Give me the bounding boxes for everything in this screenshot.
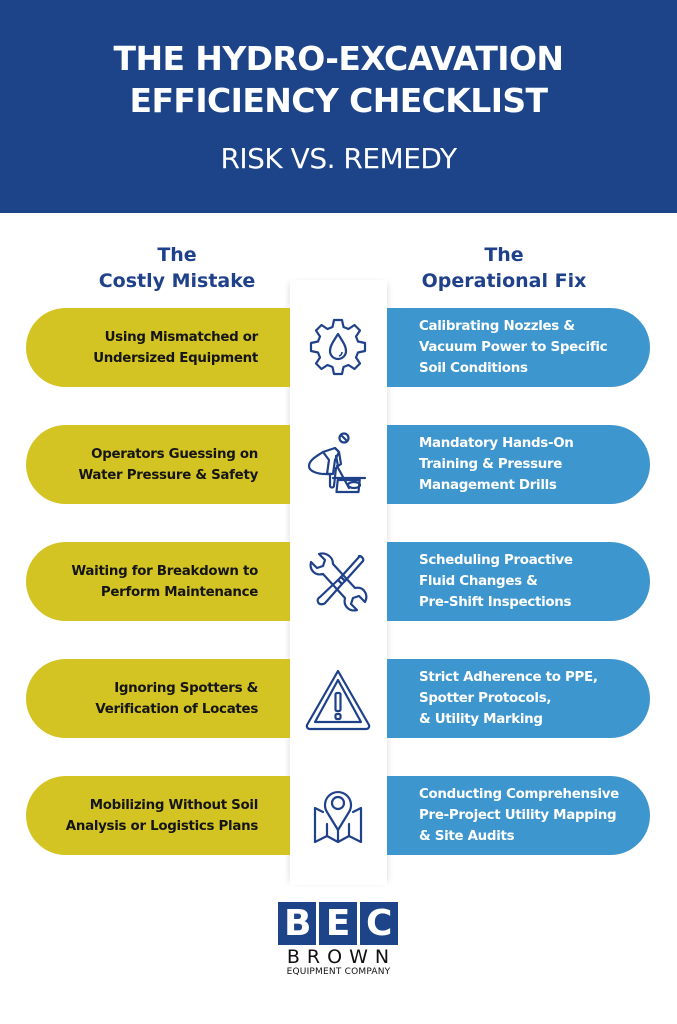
mistake-text: Ignoring Spotters & Verification of Loca…	[95, 680, 258, 717]
mistake-pill: Mobilizing Without Soil Analysis or Logi…	[26, 776, 290, 855]
bec-logo-boxes: B E C	[278, 902, 399, 945]
mistake-pill: Waiting for Breakdown to Perform Mainten…	[26, 542, 290, 621]
brown-equipment-company-logo: B E C BROWN EQUIPMENT COMPANY	[278, 902, 399, 978]
fix-text: Conducting Comprehensive Pre-Project Uti…	[419, 787, 619, 844]
header-banner: THE HYDRO-EXCAVATION EFFICIENCY CHECKLIS…	[0, 0, 677, 213]
mistake-text: Mobilizing Without Soil Analysis or Logi…	[65, 797, 259, 834]
heading-line: Operational Fix	[421, 270, 587, 292]
icon-column	[290, 280, 387, 885]
mistake-pill: Ignoring Spotters & Verification of Loca…	[26, 659, 290, 738]
heading-line: The	[484, 244, 524, 266]
logo-letter: E	[325, 902, 351, 944]
operational-fix-heading: The Operational Fix	[394, 242, 614, 294]
mistake-text: Using Mismatched or Undersized Equipment	[93, 329, 258, 366]
heading-line: Costly Mistake	[98, 270, 256, 292]
fix-text: Strict Adherence to PPE, Spotter Protoco…	[419, 670, 598, 727]
page-title: THE HYDRO-EXCAVATION EFFICIENCY CHECKLIS…	[0, 38, 677, 122]
logo-letter-e: E	[319, 902, 357, 945]
fix-text: Mandatory Hands-On Training & Pressure M…	[419, 436, 574, 493]
title-line-2: EFFICIENCY CHECKLIST	[129, 81, 549, 120]
fix-pill: Scheduling Proactive Fluid Changes & Pre…	[387, 542, 650, 621]
fix-text: Calibrating Nozzles & Vacuum Power to Sp…	[419, 319, 608, 376]
wrench-screwdriver-icon	[303, 548, 373, 618]
mistake-pill: Operators Guessing on Water Pressure & S…	[26, 425, 290, 504]
mistake-text: Waiting for Breakdown to Perform Mainten…	[71, 563, 258, 600]
logo-tagline: EQUIPMENT COMPANY	[286, 967, 391, 977]
operator-hydro-excavating-icon	[303, 430, 373, 500]
gear-water-drop-icon	[303, 312, 373, 382]
logo-letter: C	[366, 902, 393, 944]
title-line-1: THE HYDRO-EXCAVATION	[113, 39, 565, 78]
map-pin-icon	[303, 782, 373, 852]
logo-letter: B	[284, 902, 312, 944]
mistake-pill: Using Mismatched or Undersized Equipment	[26, 308, 290, 387]
logo-letter-b: B	[278, 902, 316, 945]
logo-letter-c: C	[360, 902, 398, 945]
fix-pill: Strict Adherence to PPE, Spotter Protoco…	[387, 659, 650, 738]
fix-pill: Conducting Comprehensive Pre-Project Uti…	[387, 776, 650, 855]
page-subtitle: RISK VS. REMEDY	[220, 142, 457, 175]
fix-pill: Calibrating Nozzles & Vacuum Power to Sp…	[387, 308, 650, 387]
mistake-text: Operators Guessing on Water Pressure & S…	[78, 446, 258, 483]
warning-triangle-icon	[303, 665, 373, 735]
logo-name: BROWN	[286, 946, 397, 968]
heading-line: The	[157, 244, 197, 266]
fix-pill: Mandatory Hands-On Training & Pressure M…	[387, 425, 650, 504]
fix-text: Scheduling Proactive Fluid Changes & Pre…	[419, 553, 573, 610]
costly-mistake-heading: The Costly Mistake	[67, 242, 287, 294]
